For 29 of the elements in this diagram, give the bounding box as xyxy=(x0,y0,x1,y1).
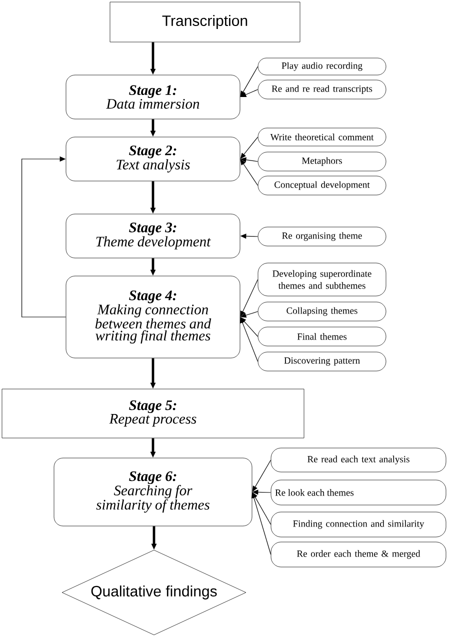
start-box: Transcription xyxy=(110,2,300,42)
activity-pill: Developing superordinate themes and subthemes xyxy=(258,262,386,296)
activity-pill: Re order each theme & merged xyxy=(270,542,446,568)
arrow xyxy=(240,317,258,362)
stage-box: Stage 2: Text analysis xyxy=(66,136,240,182)
arrow xyxy=(240,159,258,186)
activity-pill: Finding connection and similarity xyxy=(270,512,446,538)
activity-pill: Write theoretical comment xyxy=(258,128,386,146)
activity-pill: Re organising theme xyxy=(258,226,386,246)
activity-pill: Collapsing themes xyxy=(258,302,386,322)
activity-pill: Play audio recording xyxy=(258,58,386,76)
activity-pill: Re read each text analysis xyxy=(270,448,446,472)
activity-pill: Conceptual development xyxy=(258,176,386,196)
stage-box: Stage 1: Data immersion xyxy=(66,74,240,120)
arrow xyxy=(240,66,258,97)
arrow xyxy=(240,279,258,317)
stage-box: Stage 4: Making connection between themes and writing final themes xyxy=(66,276,240,358)
arrow xyxy=(252,460,272,492)
activity-pill: Discovering pattern xyxy=(258,352,386,372)
arrow xyxy=(251,492,272,555)
arrow xyxy=(240,136,258,159)
activity-pill: Final themes xyxy=(258,326,386,346)
arrow xyxy=(22,156,66,318)
activity-pill: Re and re read transcripts xyxy=(258,80,386,100)
stage-box: Stage 6: Searching for similarity of themes xyxy=(54,458,252,526)
stage-box: Stage 5: Repeat process xyxy=(2,388,304,438)
activity-pill: Metaphors xyxy=(258,152,386,172)
activity-pill: Re look each themes xyxy=(270,480,446,506)
stage-box: Stage 3: Theme development xyxy=(66,214,240,258)
